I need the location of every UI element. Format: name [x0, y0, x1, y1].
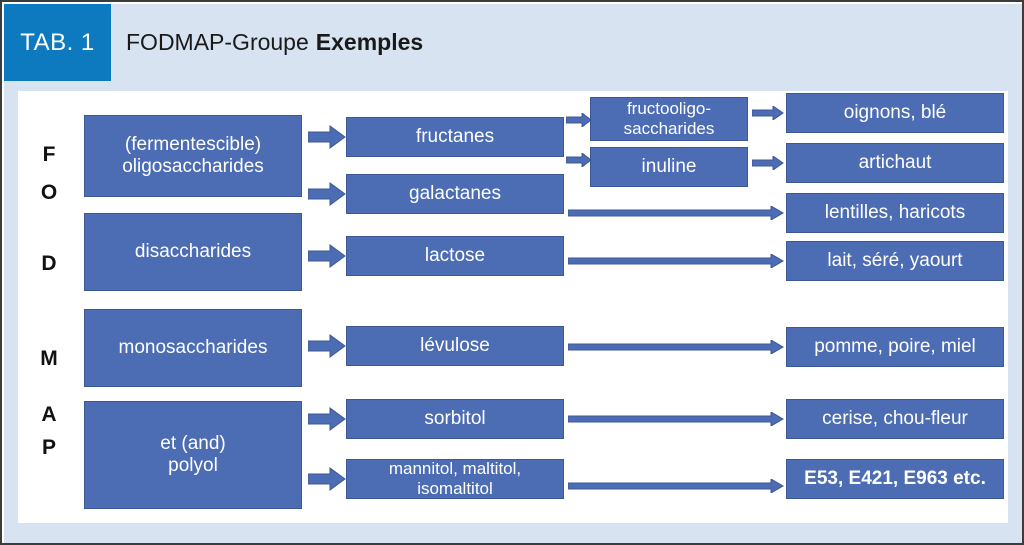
group-letter-m: M: [40, 347, 58, 370]
example-box-artichaut[interactable]: artichaut: [786, 143, 1004, 183]
arrow-fructooligosaccharides-to-oignons: [752, 106, 784, 120]
arrow-oligosaccharides-to-fructanes: [308, 125, 346, 149]
type-box-sorbitol[interactable]: sorbitol: [346, 399, 564, 439]
arrow-polyol-to-mannitol: [308, 467, 346, 491]
header-title-plain: FODMAP-Groupe: [126, 29, 309, 55]
example-box-additives[interactable]: E53, E421, E963 etc.: [786, 459, 1004, 499]
subtype-box-inuline[interactable]: inuline: [590, 147, 748, 187]
figure-header: TAB. 1 FODMAP-Groupe Exemples: [4, 4, 1022, 81]
figure-frame: F O D M A P (fermentescible) oligosaccha…: [4, 81, 1022, 543]
category-box-disaccharides[interactable]: disaccharides: [84, 213, 302, 291]
group-letter-f: F: [42, 143, 56, 166]
diagram-canvas: F O D M A P (fermentescible) oligosaccha…: [18, 91, 1008, 523]
arrow-mannitol-to-additives: [568, 479, 784, 493]
table-number-label: TAB. 1: [20, 28, 95, 56]
header-title-bold: Exemples: [315, 29, 424, 55]
example-box-lait-sere-yaourt[interactable]: lait, séré, yaourt: [786, 241, 1004, 281]
category-box-polyol[interactable]: et (and) polyol: [84, 401, 302, 509]
category-box-oligosaccharides[interactable]: (fermentescible) oligosaccharides: [84, 115, 302, 197]
type-box-lactose[interactable]: lactose: [346, 236, 564, 276]
category-box-monosaccharides[interactable]: monosaccharides: [84, 309, 302, 387]
arrow-disaccharides-to-lactose: [308, 244, 346, 268]
table-number-badge: TAB. 1: [4, 4, 111, 81]
type-box-mannitol[interactable]: mannitol, maltitol, isomaltitol: [346, 459, 564, 499]
type-box-galactanes[interactable]: galactanes: [346, 174, 564, 214]
example-box-pomme-poire-miel[interactable]: pomme, poire, miel: [786, 327, 1004, 367]
subtype-box-fructooligosaccharides[interactable]: fructooligo- saccharides: [590, 97, 748, 141]
type-box-levulose[interactable]: lévulose: [346, 326, 564, 366]
arrow-lactose-to-lait: [568, 254, 784, 268]
group-letter-d: D: [41, 252, 57, 275]
arrow-sorbitol-to-cerise: [568, 412, 784, 426]
header-title: FODMAP-Groupe Exemples: [126, 4, 423, 81]
arrow-oligosaccharides-to-galactanes: [308, 182, 346, 206]
arrow-levulose-to-pomme: [568, 340, 784, 354]
example-box-oignons-ble[interactable]: oignons, blé: [786, 93, 1004, 133]
example-box-cerise-chou-fleur[interactable]: cerise, chou-fleur: [786, 399, 1004, 439]
group-letter-a: A: [41, 403, 57, 426]
arrow-inuline-to-artichaut: [752, 156, 784, 170]
group-letter-p: P: [41, 436, 56, 459]
example-box-lentilles-haricots[interactable]: lentilles, haricots: [786, 193, 1004, 233]
arrow-monosaccharides-to-levulose: [308, 334, 346, 358]
type-box-fructanes[interactable]: fructanes: [346, 117, 564, 157]
arrow-fructanes-to-inuline: [566, 153, 592, 167]
group-letter-o: O: [40, 181, 58, 204]
arrow-galactanes-to-lentilles: [568, 206, 784, 220]
arrow-polyol-to-sorbitol: [308, 407, 346, 431]
arrow-fructanes-to-fructooligosaccharides: [566, 113, 592, 127]
